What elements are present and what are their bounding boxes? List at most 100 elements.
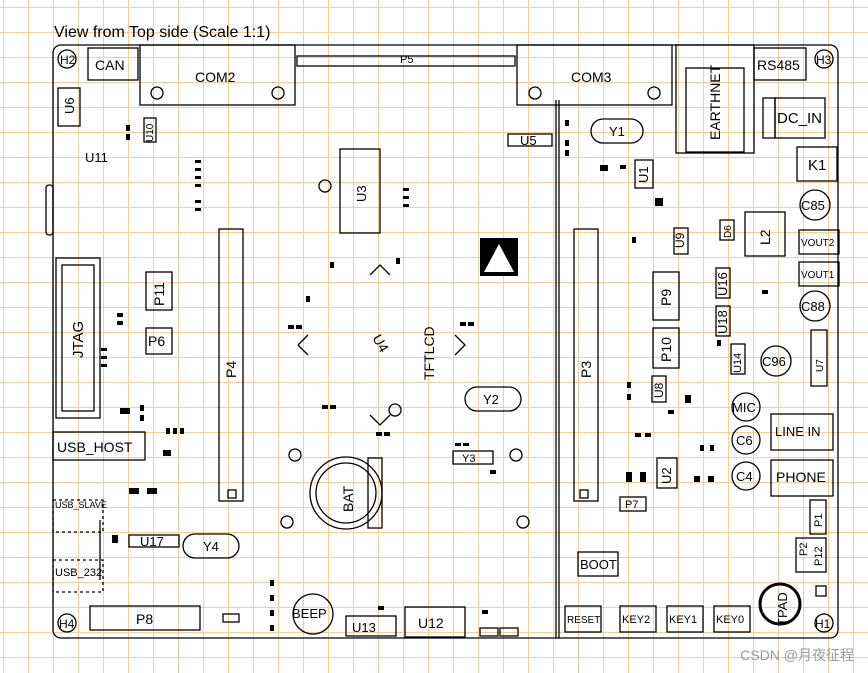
p8-header [89,605,201,631]
label-p12: P12 [813,546,825,566]
label-key1: KEY1 [669,614,697,626]
label-u14: U14 [732,353,744,373]
label-phone: PHONE [776,469,826,485]
label-u4: U4 [369,332,392,356]
hole-h2 [57,49,77,69]
u10-chip [143,117,157,143]
u6-chip [57,87,81,127]
label-u2: U2 [659,467,674,484]
label-boot: BOOT [580,557,617,572]
label-c88: C88 [801,299,825,314]
u16-chip [715,267,731,299]
u14-chip [730,343,746,375]
label-vout1: VOUT1 [801,270,835,281]
key2-button [619,605,657,633]
y3-crystal [452,450,494,465]
label-u8: U8 [652,382,666,398]
label-y3: Y3 [462,453,475,465]
label-h3: H3 [816,53,832,67]
label-h2: H2 [60,53,76,67]
label-beep: BEEP [292,606,327,621]
label-p3: P3 [578,361,594,378]
label-com3: COM3 [571,69,612,85]
hole-h3 [814,49,834,69]
u12-chip [404,606,466,638]
label-usb-slave: USB_SLAVE [55,500,107,510]
label-u16: U16 [715,272,730,296]
label-p5: P5 [400,54,413,66]
label-mic: MIC [732,400,756,415]
hole-h1 [814,613,834,633]
label-bat: BAT [340,485,356,512]
label-u3: U3 [354,185,369,202]
label-reset: RESET [567,615,600,626]
rs485-connector [753,47,807,81]
vout1-header [798,261,840,287]
u8-chip [651,375,667,403]
u13-chip [345,615,397,637]
label-y2: Y2 [483,392,499,407]
label-tftlcd: TFTLCD [421,326,437,380]
y4-crystal [182,533,240,559]
p2-p12-header [795,537,827,573]
key0-button [713,605,751,633]
label-p8: P8 [136,611,153,627]
label-l2: L2 [757,229,773,245]
c85-cap [799,189,831,221]
c6-cap [731,425,761,455]
u4-chip [369,264,391,276]
p11-header [145,271,173,311]
vout2-header [798,229,840,255]
label-p7: P7 [625,499,638,511]
can-connector [87,47,139,81]
u7-chip [810,329,828,387]
label-u12: U12 [418,615,444,631]
tpad-sensor [758,582,802,626]
y2-crystal [464,386,522,412]
label-u17: U17 [140,534,164,549]
p4-header [218,228,244,502]
label-h4: H4 [59,617,75,631]
label-u9: U9 [673,232,687,248]
label-p1: P1 [813,514,825,527]
reset-button [564,605,602,633]
p3-header [573,228,599,502]
u5-chip [507,133,553,147]
mic [731,392,761,422]
c96-cap [760,345,792,377]
boot-button [577,551,619,577]
label-earthnet: EARTHNET [707,64,723,140]
label-c85: C85 [801,198,825,213]
label-y1: Y1 [609,124,625,139]
earthnet-connector [675,44,755,154]
label-c4: C4 [736,469,753,484]
label-h1: H1 [815,617,831,631]
watermark: CSDN @月夜征程 [740,647,854,663]
u17-chip [128,534,180,548]
u18-chip [715,305,731,337]
c88-cap [799,290,831,322]
label-key0: KEY0 [716,614,744,626]
label-p2: P2 [798,543,810,556]
label-k1: K1 [808,157,826,174]
label-jtag: JTAG [70,321,87,358]
k1-switch [796,146,838,182]
label-c6: C6 [736,433,753,448]
u1-chip [634,159,654,189]
label-p6: P6 [148,333,165,349]
label-d6: D6 [723,225,734,238]
beep-buzzer [292,593,334,635]
p10-header [652,327,680,369]
label-p9: P9 [658,289,674,306]
label-u5: U5 [520,133,537,148]
l2-inductor [744,211,786,257]
label-u10: U10 [145,123,156,142]
u3-chip [339,148,381,234]
label-usb-232: USB_232 [55,567,102,579]
label-u6: U6 [62,97,77,114]
label-key2: KEY2 [622,614,650,626]
hole-h4 [57,613,77,633]
p9-header [652,271,680,321]
label-p10: P10 [658,337,674,362]
jtag-connector [55,257,101,419]
